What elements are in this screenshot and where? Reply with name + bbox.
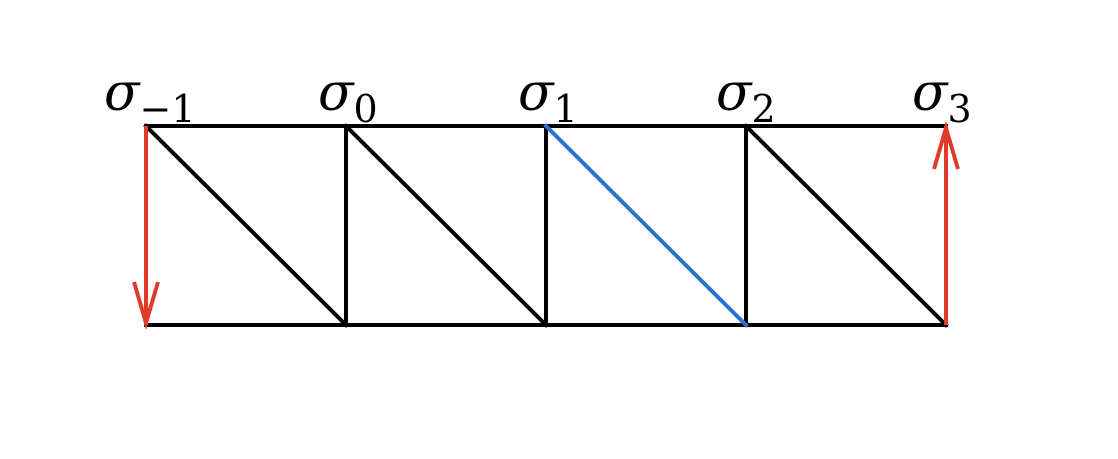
diagonal-edge-highlighted (543, 123, 749, 328)
vertex-label-sigma-minus-1: σ−1 (104, 63, 196, 131)
diagonal-edge-3 (743, 123, 949, 328)
vertex-label-sigma-3: σ3 (912, 63, 972, 131)
vertex-label-sigma-1: σ1 (518, 63, 578, 131)
diagonal-edge-1 (343, 123, 549, 328)
vertex-label-sigma-2: σ2 (716, 63, 776, 131)
right-up-arrow (932, 120, 960, 325)
diagonal-edge-0 (143, 123, 349, 328)
left-down-arrow (132, 126, 160, 331)
vertex-label-sigma-0: σ0 (318, 63, 378, 131)
